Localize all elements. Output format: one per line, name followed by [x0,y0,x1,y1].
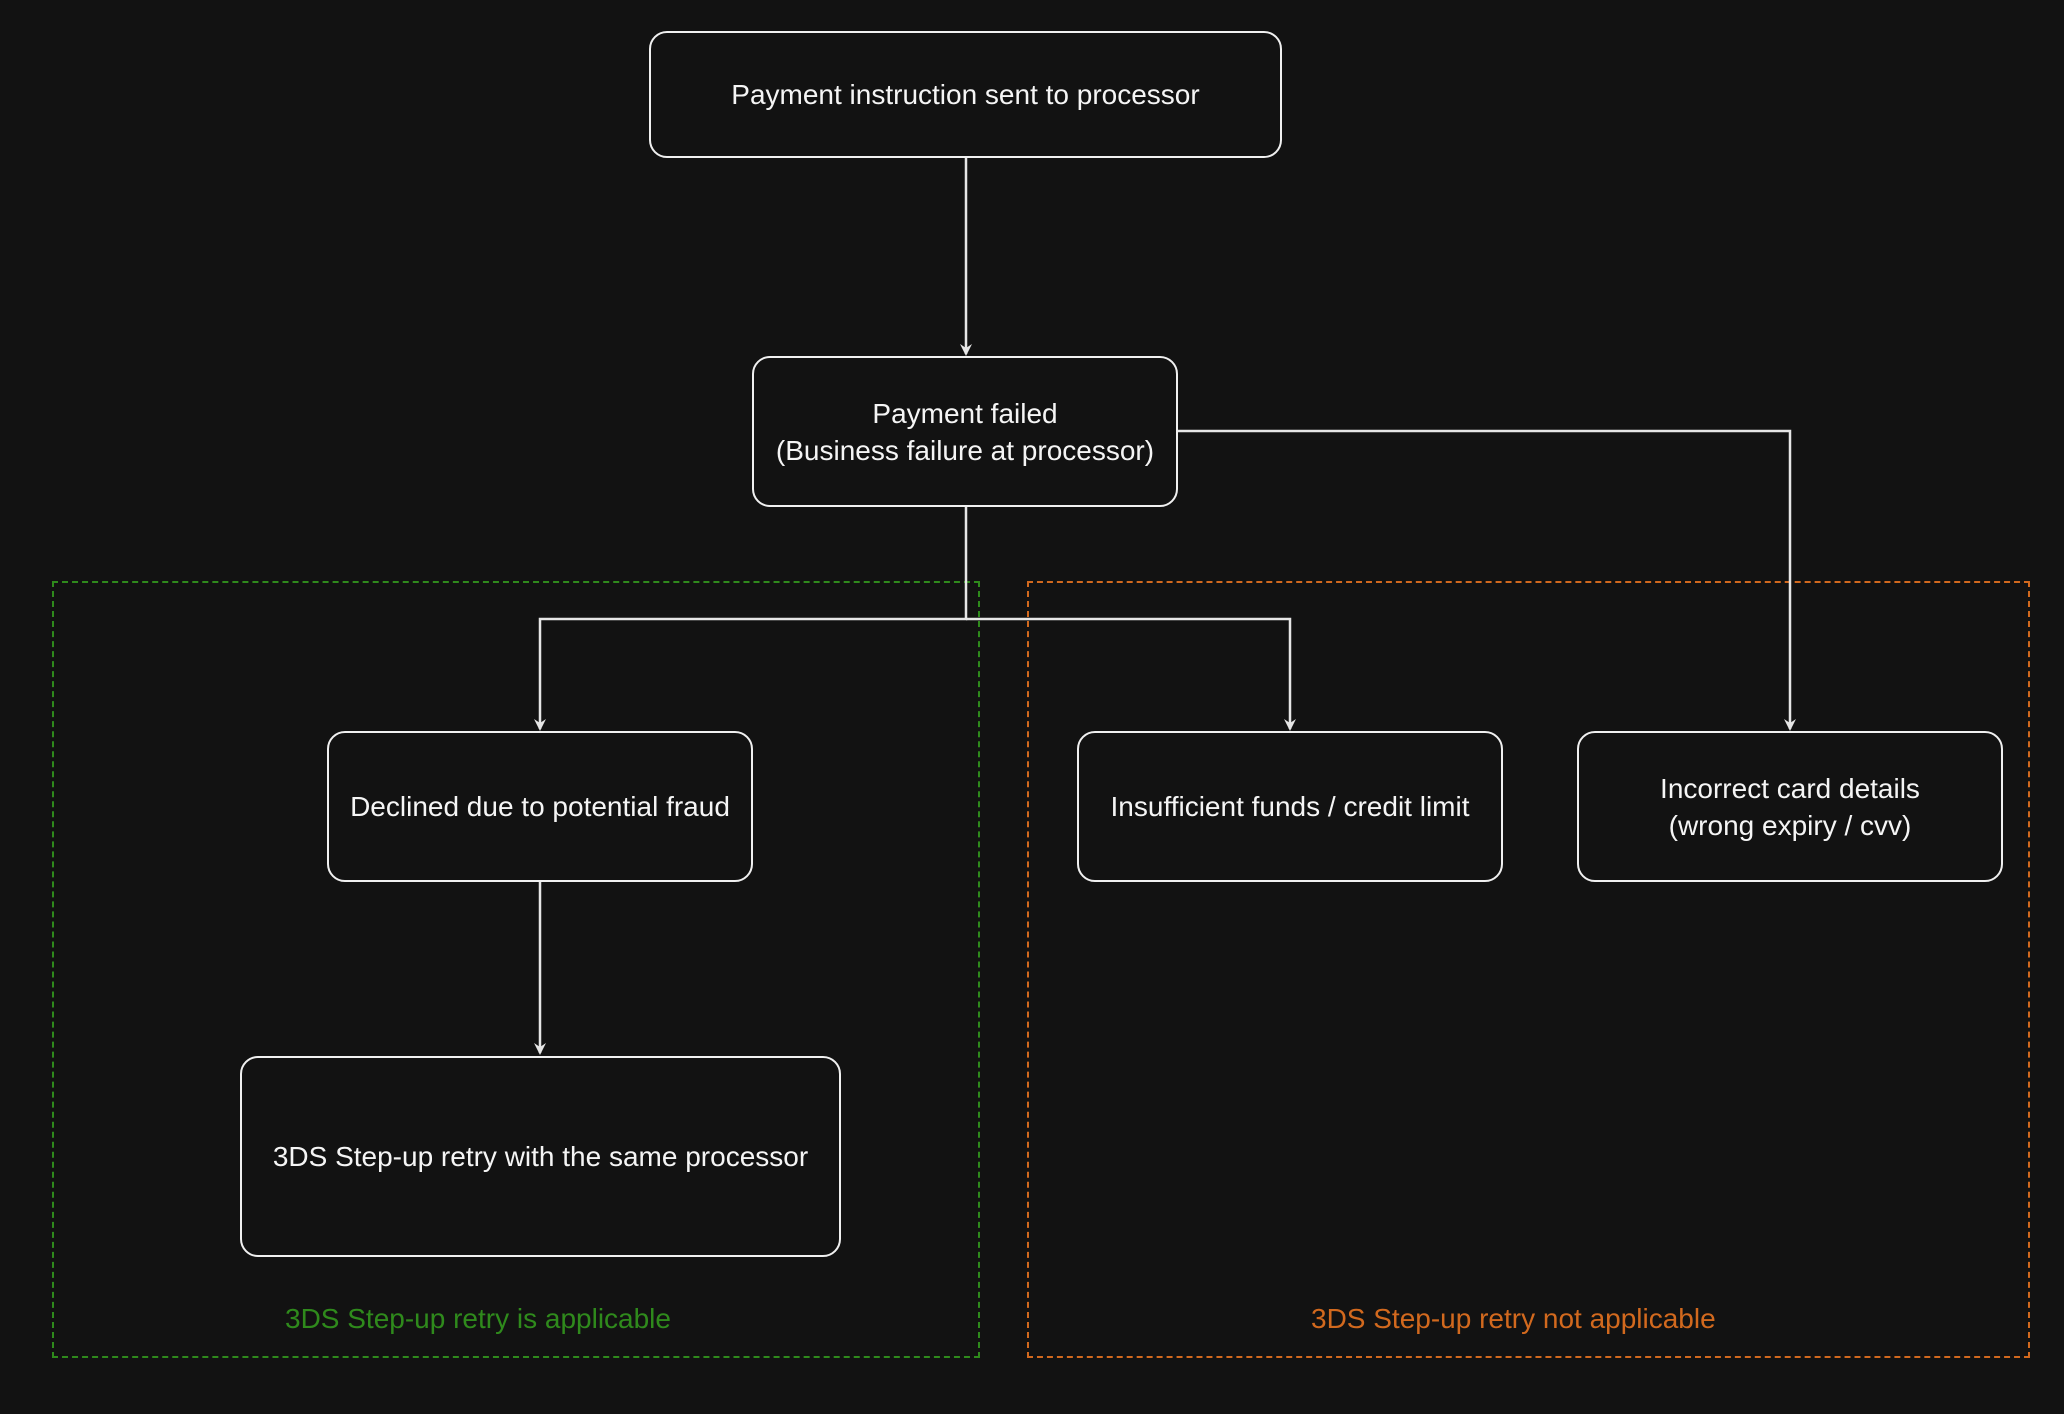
region-applicable [52,581,980,1358]
edge-failed-to-fraud [534,507,968,731]
edge-failed-to-card [1178,429,1796,731]
node-payment-instruction-sent: Payment instruction sent to processor [649,31,1282,158]
node-insufficient-funds: Insufficient funds / credit limit [1077,731,1503,882]
node-3ds-step-up-retry: 3DS Step-up retry with the same processo… [240,1056,841,1257]
node-label: Declined due to potential fraud [350,791,730,822]
node-sublabel: (wrong expiry / cvv) [1668,809,1912,841]
node-label: Payment instruction sent to processor [731,79,1200,110]
node-payment-failed: Payment failed (Business failure at proc… [752,356,1178,507]
region-label-not-applicable: 3DS Step-up retry not applicable [1311,1303,1716,1334]
node-label: Payment failed [872,397,1058,429]
node-label: Insufficient funds / credit limit [1110,791,1470,822]
region-label-applicable: 3DS Step-up retry is applicable [285,1303,671,1334]
node-incorrect-card-details: Incorrect card details (wrong expiry / c… [1577,731,2003,882]
node-label: 3DS Step-up retry with the same processo… [272,1141,809,1172]
node-label: Incorrect card details [1660,772,1920,804]
edge-failed-to-funds [966,617,1296,731]
node-declined-potential-fraud: Declined due to potential fraud [327,731,753,882]
region-not-applicable [1027,581,2030,1358]
node-sublabel: (Business failure at processor) [775,434,1155,466]
